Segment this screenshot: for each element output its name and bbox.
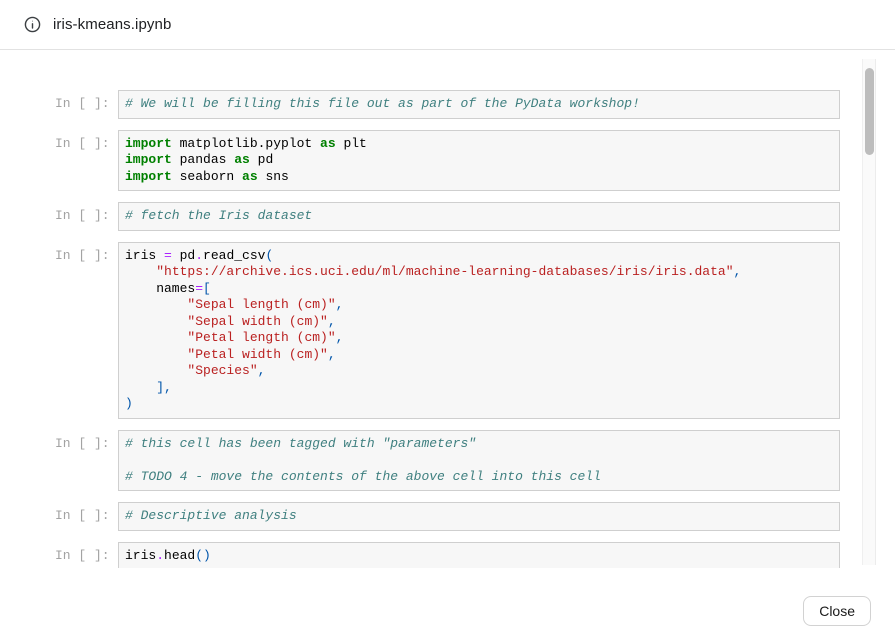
cell-prompt: In [ ]:: [55, 547, 110, 563]
cell-code: # this cell has been tagged with "parame…: [125, 435, 601, 484]
cell-code: # We will be filling this file out as pa…: [125, 96, 640, 111]
cell-input-area: # fetch the Iris dataset: [118, 202, 840, 231]
modal-header: iris-kmeans.ipynb: [0, 0, 895, 50]
notebook-scroll-area[interactable]: In [ ]: # We will be filling this file ou…: [0, 51, 895, 568]
modal-footer: Close: [0, 568, 895, 643]
notebook-cell: In [ ]: # Descriptive analysis: [55, 502, 840, 531]
notebook-cell: In [ ]: # fetch the Iris dataset: [55, 202, 840, 231]
cell-prompt: In [ ]:: [55, 247, 110, 263]
cell-prompt: In [ ]:: [55, 135, 110, 151]
cell-input-area: iris.head(): [118, 541, 840, 568]
notebook-cells: In [ ]: # We will be filling this file ou…: [55, 90, 840, 568]
notebook-cell: In [ ]: # We will be filling this file ou…: [55, 90, 840, 119]
cell-prompt: In [ ]:: [55, 435, 110, 451]
close-button[interactable]: Close: [803, 596, 871, 626]
notebook-cell: In [ ]: # this cell has been tagged with …: [55, 429, 840, 491]
cell-input-area: # Descriptive analysis: [118, 502, 840, 531]
notebook-cell: In [ ]: iris.head(): [55, 541, 840, 568]
cell-code: # fetch the Iris dataset: [125, 208, 313, 223]
info-icon[interactable]: [24, 16, 41, 33]
notebook-title: iris-kmeans.ipynb: [53, 16, 172, 33]
cell-input-area: iris = pd.read_csv( "https://archive.ics…: [118, 241, 840, 419]
scrollbar-thumb[interactable]: [865, 68, 874, 155]
cell-input-area: # We will be filling this file out as pa…: [118, 90, 840, 119]
cell-code: iris = pd.read_csv( "https://archive.ics…: [125, 247, 742, 412]
scrollbar-track[interactable]: [862, 59, 876, 565]
cell-code: # Descriptive analysis: [125, 508, 297, 523]
cell-code: iris.head(): [125, 547, 211, 563]
cell-input-area: # this cell has been tagged with "parame…: [118, 429, 840, 491]
cell-prompt: In [ ]:: [55, 208, 110, 223]
notebook-cell: In [ ]: iris = pd.read_csv( "https://arch…: [55, 241, 840, 419]
cell-prompt: In [ ]:: [55, 96, 110, 111]
cell-prompt: In [ ]:: [55, 508, 110, 523]
